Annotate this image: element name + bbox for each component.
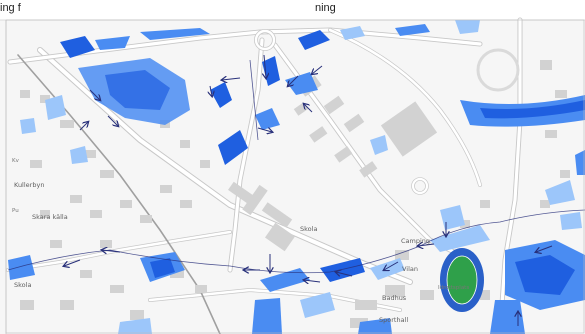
flow-direction-arrow-icon: [264, 54, 266, 78]
top-caption-left: ing f: [0, 2, 22, 14]
flow-direction-arrow-icon: [418, 244, 435, 246]
flow-direction-arrow-icon: [102, 250, 121, 252]
flow-direction-arrow-icon: [210, 85, 212, 96]
label-skola-center: Skola: [300, 225, 317, 233]
label-camping: Camping: [401, 237, 430, 245]
top-caption-right: ning: [315, 2, 336, 14]
map-frame: [5, 19, 585, 334]
roundabout-ne: [476, 48, 520, 92]
label-skola-left: Skola: [14, 281, 31, 289]
flow-direction-arrows: [64, 54, 553, 326]
flow-direction-arrow-icon: [384, 261, 399, 270]
flow-direction-arrow-icon: [304, 280, 321, 282]
label-sporthall: Sporthall: [379, 316, 408, 324]
flow-direction-arrow-icon: [312, 65, 323, 74]
flow-direction-arrow-icon: [79, 122, 88, 131]
flow-direction-arrow-icon: [536, 245, 553, 252]
flow-direction-arrow-icon: [64, 259, 81, 266]
label-kullerbyn: Kullerbyn: [14, 181, 44, 189]
flow-direction-arrow-icon: [89, 89, 100, 100]
label-badhus: Badhus: [382, 294, 407, 302]
flow-direction-arrow-icon: [304, 104, 313, 113]
sports-ground: [440, 248, 484, 312]
flow-paths: [7, 59, 585, 274]
label-small-1: Kv: [12, 158, 20, 164]
label-idrottsplats: Idrottsplats: [438, 285, 469, 291]
label-vilan: Vilan: [402, 265, 418, 273]
top-strip: [0, 0, 585, 20]
label-skara-kalla: Skara källa: [32, 213, 68, 221]
flow-direction-arrow-icon: [107, 115, 118, 126]
flow-direction-arrow-icon: [336, 272, 353, 276]
flood-water: [8, 20, 585, 334]
label-small-2: Pu: [12, 208, 19, 214]
flow-direction-arrow-icon: [257, 128, 272, 132]
place-labels: Kullerbyn Skara källa Skola Skola Campin…: [12, 158, 469, 324]
flow-direction-arrow-icon: [222, 78, 241, 80]
flow-direction-arrow-icon: [288, 75, 299, 86]
